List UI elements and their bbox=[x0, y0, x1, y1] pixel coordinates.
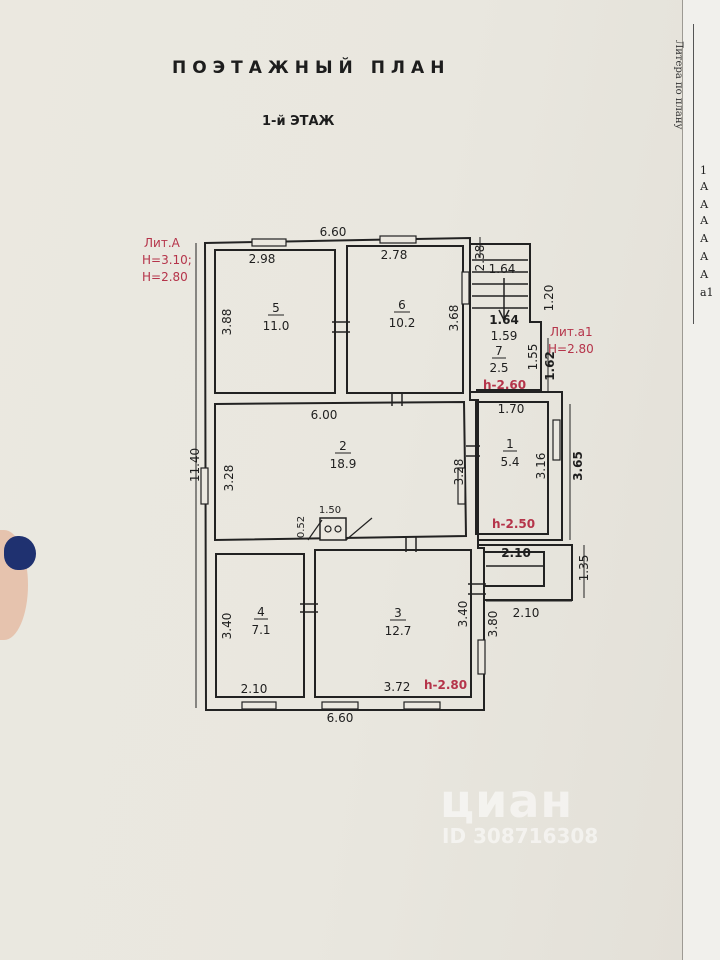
dim-r6-width: 2.78 bbox=[381, 248, 408, 262]
page-title: ПОЭТАЖНЫЙ ПЛАН bbox=[172, 58, 451, 78]
side-letter: а1 bbox=[700, 286, 714, 299]
room-3-area: 12.7 bbox=[385, 624, 412, 638]
room-4-number: 4 bbox=[257, 605, 265, 619]
ceiling-height-r1: h-2.50 bbox=[492, 517, 535, 531]
dim-stove-height: 0.52 bbox=[296, 516, 307, 538]
side-table bbox=[693, 24, 720, 324]
room-1-outline bbox=[475, 401, 549, 535]
dim-r7-top: 1.64 bbox=[489, 313, 519, 327]
room-6-area: 10.2 bbox=[389, 316, 416, 330]
room-4-area: 7.1 bbox=[251, 623, 270, 637]
side-letter: А bbox=[700, 232, 709, 245]
dim-r2-left: 3.28 bbox=[222, 465, 236, 492]
room-5-area: 11.0 bbox=[263, 319, 290, 333]
room-7-number: 7 bbox=[495, 344, 503, 358]
windows bbox=[200, 235, 561, 710]
side-letter: 1 bbox=[700, 164, 707, 177]
room-5-number: 5 bbox=[272, 301, 280, 315]
dim-porch-width: 2.10 bbox=[501, 546, 531, 560]
ceiling-height-r7: h-2.60 bbox=[483, 378, 526, 392]
side-letter: А bbox=[700, 250, 709, 263]
dim-r1-outer: 3.65 bbox=[571, 451, 585, 481]
dim-r5-height: 3.88 bbox=[220, 309, 234, 336]
dim-porch-outer: 2.10 bbox=[513, 606, 540, 620]
dim-r6-height: 3.68 bbox=[447, 305, 461, 332]
room-6-number: 6 bbox=[398, 298, 406, 312]
room-2-outline bbox=[214, 400, 468, 542]
dim-r7-height: 1.55 bbox=[526, 344, 540, 371]
porch-outline bbox=[478, 544, 573, 601]
side-letter: А bbox=[700, 214, 709, 227]
dim-bottom-width: 6.60 bbox=[327, 711, 354, 725]
dim-r3-height: 3.40 bbox=[456, 601, 470, 628]
lit-a1-name: Лит.а1 bbox=[550, 325, 593, 339]
room-7-area: 2.5 bbox=[489, 361, 508, 375]
dim-r3-width: 3.72 bbox=[384, 680, 411, 694]
side-page-table bbox=[682, 0, 720, 960]
dim-r4-width: 2.10 bbox=[241, 682, 268, 696]
staircase bbox=[472, 259, 544, 567]
dim-r1-height: 3.16 bbox=[534, 453, 548, 480]
dim-r2-right: 3.28 bbox=[452, 459, 466, 486]
lit-a-height2: Н=2.80 bbox=[142, 270, 188, 284]
room-3-number: 3 bbox=[394, 606, 402, 620]
dim-top-width: 6.60 bbox=[320, 225, 347, 239]
side-letter: А bbox=[700, 198, 709, 211]
doors bbox=[300, 321, 486, 613]
ceiling-height-r3: h-2.80 bbox=[424, 678, 467, 692]
room-6-outline bbox=[346, 245, 464, 394]
dim-right-lower: 3.80 bbox=[486, 611, 500, 638]
lit-a1-height: Н=2.80 bbox=[548, 342, 594, 356]
dim-r7-outer: 1.62 bbox=[543, 351, 557, 381]
dim-stair-run: 1.20 bbox=[542, 285, 556, 312]
room-1-number: 1 bbox=[506, 437, 514, 451]
dimension-lines bbox=[195, 237, 585, 708]
dim-left-height: 11.40 bbox=[188, 448, 202, 482]
outer-wall bbox=[203, 236, 485, 711]
dim-r2-width: 6.00 bbox=[311, 408, 338, 422]
lit-a-name: Лит.А bbox=[144, 236, 181, 250]
room-2-number: 2 bbox=[339, 439, 347, 453]
room-2-area: 18.9 bbox=[330, 457, 357, 471]
floor-plan: 5 11.0 6 10.2 7 2.5 2 18.9 1 5.4 4 7.1 3… bbox=[142, 225, 594, 725]
dim-stair-side: 2.38 bbox=[473, 245, 487, 272]
lit-a-height1: Н=3.10; bbox=[142, 253, 192, 267]
dim-r1-width: 1.70 bbox=[498, 402, 525, 416]
extension-outline bbox=[470, 243, 542, 391]
dim-r5-width: 2.98 bbox=[249, 252, 276, 266]
porch-step bbox=[483, 551, 545, 587]
dim-porch-height: 1.35 bbox=[577, 555, 591, 582]
fingernail bbox=[4, 536, 36, 570]
stove bbox=[307, 517, 373, 541]
room-1-outer-wall bbox=[470, 391, 563, 541]
room-1-area: 5.4 bbox=[500, 455, 519, 469]
paper-sheet bbox=[0, 0, 690, 960]
side-letter: А bbox=[700, 268, 709, 281]
floor-subtitle: 1-й ЭТАЖ bbox=[262, 114, 335, 129]
dim-stove-width: 1.50 bbox=[319, 505, 341, 516]
dim-stair-width: 1.64 bbox=[489, 262, 516, 276]
dim-r4-height: 3.40 bbox=[220, 613, 234, 640]
room-4-outline bbox=[215, 553, 305, 698]
side-letter: А bbox=[700, 180, 709, 193]
room-3-outline bbox=[314, 549, 472, 698]
dim-r7-width: 1.59 bbox=[491, 329, 518, 343]
